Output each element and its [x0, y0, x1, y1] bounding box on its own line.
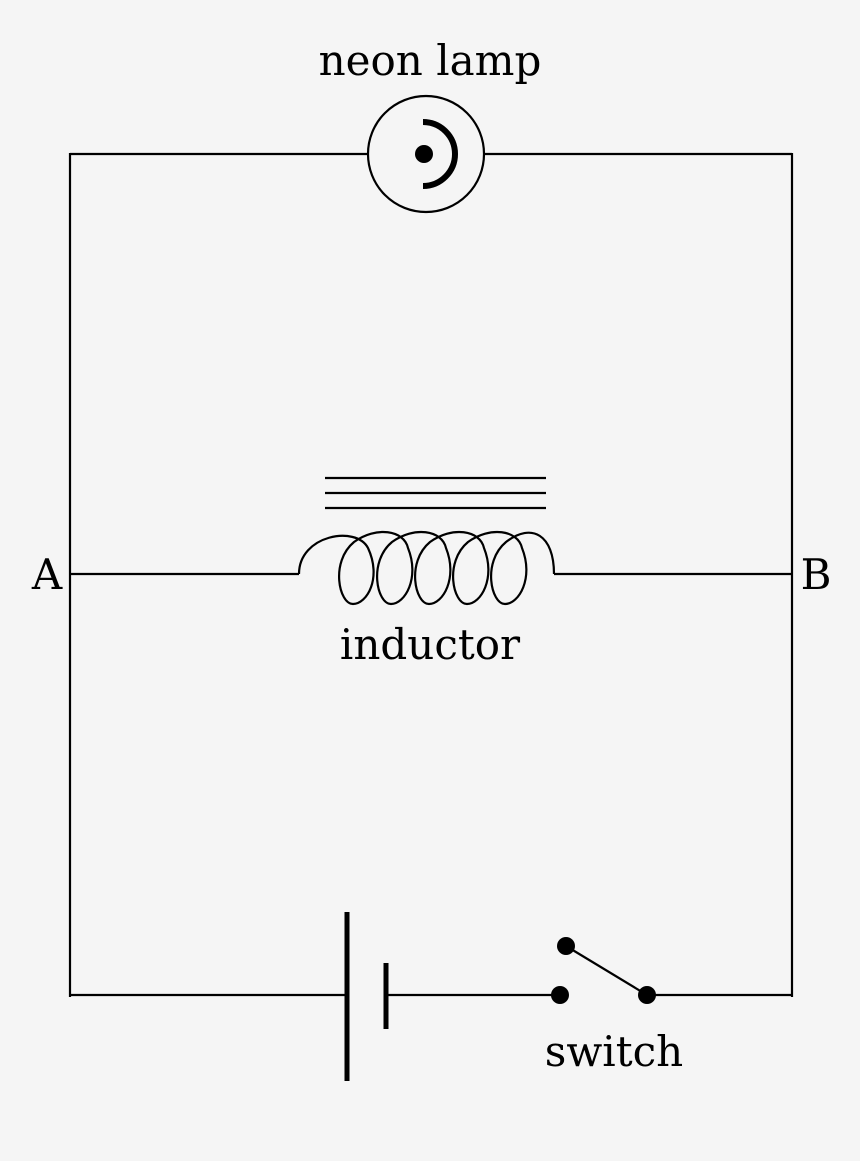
- neon-lamp-symbol: [366, 94, 486, 214]
- switch-label: switch: [545, 1027, 683, 1076]
- neon-lamp-envelope: [366, 94, 486, 214]
- inductor-symbol: [297, 476, 556, 606]
- neon-lamp-label: neon lamp: [319, 36, 542, 85]
- switch-contact-right: [638, 986, 656, 1004]
- node-a-label: A: [31, 550, 63, 599]
- inductor-label: inductor: [340, 620, 521, 669]
- inductor-coil: [297, 530, 556, 606]
- node-b-label: B: [801, 550, 832, 599]
- switch-lever: [565, 945, 648, 996]
- wires: [68, 152, 794, 997]
- neon-lamp-electrode-dot: [415, 145, 433, 163]
- neon-lamp-electrode-arc: [422, 119, 458, 189]
- switch-symbol: [551, 937, 656, 1004]
- switch-contact-left: [551, 986, 569, 1004]
- battery-symbol: [344, 912, 389, 1081]
- switch-contact-pivot: [557, 937, 575, 955]
